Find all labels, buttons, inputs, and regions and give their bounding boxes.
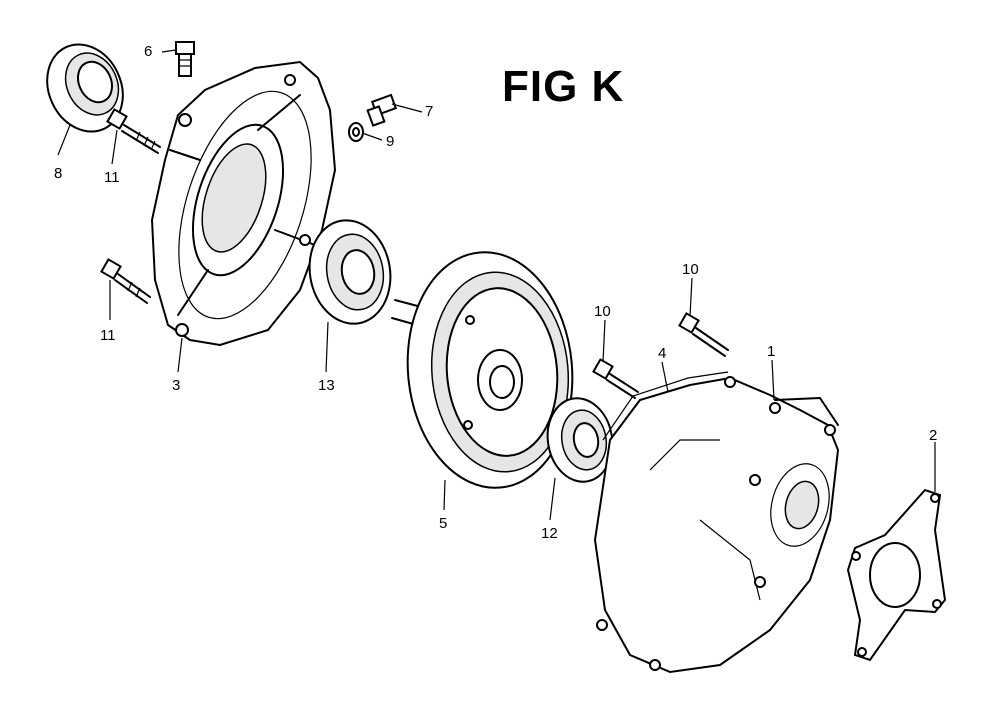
- part-8-oil-seal: [46, 43, 124, 133]
- callout-9: 9: [386, 133, 394, 150]
- callout-4: 4: [658, 345, 666, 362]
- part-9-washer: [348, 122, 364, 142]
- part-6-bolt: [175, 41, 195, 77]
- part-13-bearing: [308, 219, 392, 325]
- part-4-gasket: [602, 371, 729, 441]
- part-5-gear: [391, 251, 574, 489]
- part-11-bolt-upper: [106, 108, 161, 154]
- part-1-gear-case: [593, 376, 840, 674]
- leader-lines: [57, 49, 936, 521]
- callout-7: 7: [425, 103, 433, 120]
- part-10-bolt-left: [592, 358, 639, 399]
- callout-13: 13: [318, 377, 335, 394]
- callout-10-right: 10: [682, 261, 699, 278]
- callout-labels: 1 2 3 4 5 6 7 8 9 10 10 11 11 12 13: [54, 43, 937, 542]
- callout-10-left: 10: [594, 303, 611, 320]
- callout-5: 5: [439, 515, 447, 532]
- part-3-case-cover: [150, 60, 337, 347]
- callout-11-lower: 11: [100, 327, 116, 344]
- part-2-gasket-plate: [846, 488, 947, 662]
- callout-3: 3: [172, 377, 180, 394]
- figure-title: FIG K: [502, 62, 625, 111]
- part-7-bolt: [366, 93, 398, 127]
- callout-2: 2: [929, 427, 937, 444]
- callout-8: 8: [54, 165, 62, 182]
- callout-12: 12: [541, 525, 558, 542]
- part-11-bolt-lower: [100, 258, 151, 304]
- callout-6: 6: [144, 43, 152, 60]
- callout-1: 1: [767, 343, 775, 360]
- callout-11-upper: 11: [104, 169, 120, 186]
- part-10-bolt-right: [678, 312, 729, 357]
